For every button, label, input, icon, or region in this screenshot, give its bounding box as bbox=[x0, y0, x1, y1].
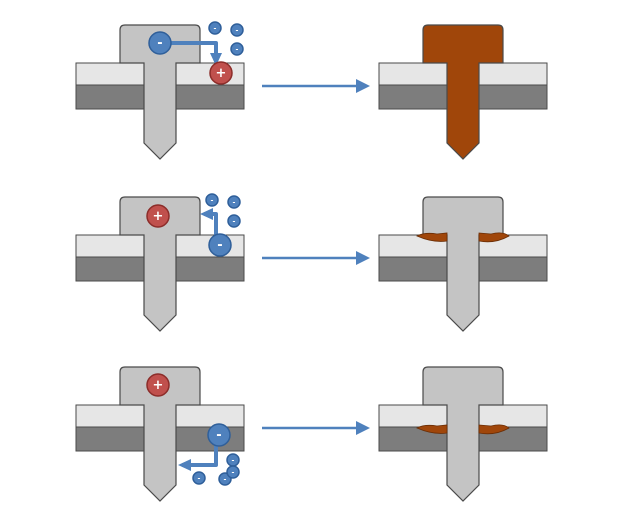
electron-flow-arrowhead bbox=[178, 459, 191, 471]
electron-circle bbox=[207, 423, 231, 447]
plate-hole-charge: + bbox=[209, 61, 233, 85]
negative-sign: - bbox=[211, 196, 214, 204]
free-electron: - bbox=[227, 195, 241, 209]
row-1-after bbox=[378, 24, 548, 160]
negative-sign: - bbox=[236, 45, 239, 53]
free-electron: - bbox=[226, 465, 240, 479]
row-1-before: - - - - + bbox=[75, 21, 245, 160]
electron-circle bbox=[230, 42, 244, 56]
electron-circle bbox=[226, 465, 240, 479]
electron-circle bbox=[227, 195, 241, 209]
free-electron: - bbox=[230, 42, 244, 56]
electron-flow-path bbox=[182, 445, 218, 467]
positive-sign: + bbox=[216, 66, 227, 81]
electron-circle bbox=[205, 193, 219, 207]
negative-sign: - bbox=[217, 238, 222, 253]
free-electron: - bbox=[205, 193, 219, 207]
bolt bbox=[119, 196, 201, 332]
bolt bbox=[422, 366, 504, 502]
negative-sign: - bbox=[157, 36, 162, 51]
electron-circle bbox=[227, 214, 241, 228]
free-electron: - bbox=[226, 453, 240, 467]
electron-circle bbox=[148, 31, 172, 55]
free-electron: - bbox=[208, 21, 222, 35]
corroded-bolt bbox=[422, 24, 504, 160]
corrosion-deposit-right bbox=[478, 424, 510, 435]
positive-sign: + bbox=[153, 209, 164, 224]
negative-sign: - bbox=[236, 26, 239, 34]
bolt-head-charge: + bbox=[146, 373, 170, 397]
free-electron: - bbox=[192, 471, 206, 485]
positive-ion-circle bbox=[209, 61, 233, 85]
transition-arrowhead bbox=[356, 251, 370, 265]
positive-sign: + bbox=[153, 378, 164, 393]
negative-sign: - bbox=[233, 198, 236, 206]
row-3-after bbox=[378, 366, 548, 502]
transition-arrowhead bbox=[356, 421, 370, 435]
bolt bbox=[422, 196, 504, 332]
row-3-before: ----+- bbox=[75, 366, 245, 502]
positive-ion-circle bbox=[146, 373, 170, 397]
negative-sign: - bbox=[232, 468, 235, 476]
positive-ion-circle bbox=[146, 204, 170, 228]
free-electron: - bbox=[227, 214, 241, 228]
bolt bbox=[119, 24, 201, 160]
negative-sign: - bbox=[216, 428, 221, 443]
plate-hole-charge: - bbox=[208, 233, 232, 257]
transition-arrowhead bbox=[356, 79, 370, 93]
free-electron: - bbox=[230, 23, 244, 37]
negative-sign: - bbox=[233, 217, 236, 225]
negative-sign: - bbox=[232, 456, 235, 464]
electron-circle bbox=[192, 471, 206, 485]
corrosion-deposit-right bbox=[478, 232, 510, 243]
corrosion-deposit-left bbox=[416, 424, 448, 434]
electron-circle bbox=[208, 233, 232, 257]
negative-sign: - bbox=[224, 475, 227, 483]
electron-flow-arrowhead bbox=[200, 208, 213, 220]
negative-sign: - bbox=[214, 24, 217, 32]
row-2-after bbox=[378, 196, 548, 332]
bolt bbox=[119, 366, 201, 502]
negative-sign: - bbox=[198, 474, 201, 482]
bolt-head-charge: - bbox=[148, 31, 172, 55]
electron-circle bbox=[230, 23, 244, 37]
corrosion-deposit-left bbox=[416, 232, 448, 242]
electron-flow-arrowhead bbox=[210, 53, 222, 66]
electron-circle bbox=[208, 21, 222, 35]
bolt-head-charge: + bbox=[146, 204, 170, 228]
plate-hole-charge: - bbox=[207, 423, 231, 447]
row-2-before: - - - + - bbox=[75, 193, 245, 332]
